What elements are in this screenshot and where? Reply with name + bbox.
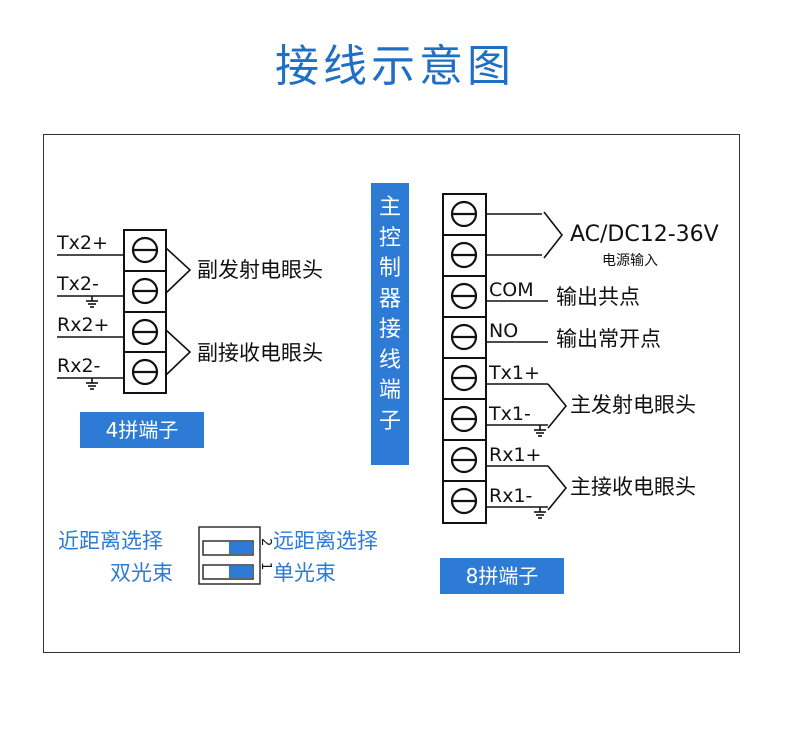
label-main-receiver: 主接收电眼头: [570, 475, 696, 499]
center-tag-char: 线: [378, 347, 401, 373]
pin-rx1-plus: Rx1+: [489, 444, 542, 466]
center-tag-char: 主: [378, 195, 401, 220]
center-tag-char: 制: [378, 256, 401, 281]
label-output-normally-open: 输出常开点: [556, 327, 661, 351]
left-screws: [131, 236, 159, 386]
tag-8-pin-terminal: 8拼端子: [440, 558, 564, 594]
tag-4-pin-terminal: 4拼端子: [80, 412, 204, 448]
pin-rx2-minus: Rx2-: [57, 355, 101, 377]
right-screws: [450, 200, 478, 515]
center-tag-char: 端: [378, 378, 401, 403]
left-wires: [57, 247, 192, 390]
pin-tx2-plus: Tx2+: [57, 232, 108, 254]
center-tag-char: 子: [378, 408, 401, 434]
dip-right-line2: 单光束: [273, 561, 336, 585]
pin-com: COM: [489, 279, 534, 301]
dip-right-line1: 远距离选择: [273, 529, 378, 553]
page-title: 接线示意图: [275, 41, 515, 92]
label-secondary-receiver: 副接收电眼头: [197, 341, 323, 365]
center-tag-char: 接: [378, 317, 401, 342]
label-main-emitter: 主发射电眼头: [570, 393, 696, 417]
dip-left-line1: 近距离选择: [58, 529, 163, 553]
label-secondary-emitter: 副发射电眼头: [197, 258, 323, 282]
pin-rx1-minus: Rx1-: [489, 485, 533, 507]
center-tag-char: 控: [378, 225, 401, 251]
dip-left-line2: 双光束: [110, 561, 173, 585]
pin-tx1-plus: Tx1+: [489, 362, 540, 384]
pin-no: NO: [489, 320, 519, 342]
tag-main-controller-terminal: 主 控 制 器 接 线 端 子: [371, 183, 409, 465]
label-power-voltage: AC/DC12-36V: [570, 222, 719, 247]
dip-number-2: 2: [258, 538, 273, 546]
diagram-frame: [43, 134, 740, 653]
center-tag-char: 器: [378, 286, 401, 312]
label-power-input: 电源输入: [602, 253, 658, 269]
pin-tx2-minus: Tx2-: [57, 273, 99, 295]
label-output-common: 输出共点: [556, 285, 640, 309]
pin-tx1-minus: Tx1-: [489, 403, 531, 425]
pin-rx2-plus: Rx2+: [57, 314, 110, 336]
right-wires: [486, 211, 568, 519]
dip-switch: [198, 526, 261, 585]
dip-number-1: 1: [258, 562, 273, 570]
